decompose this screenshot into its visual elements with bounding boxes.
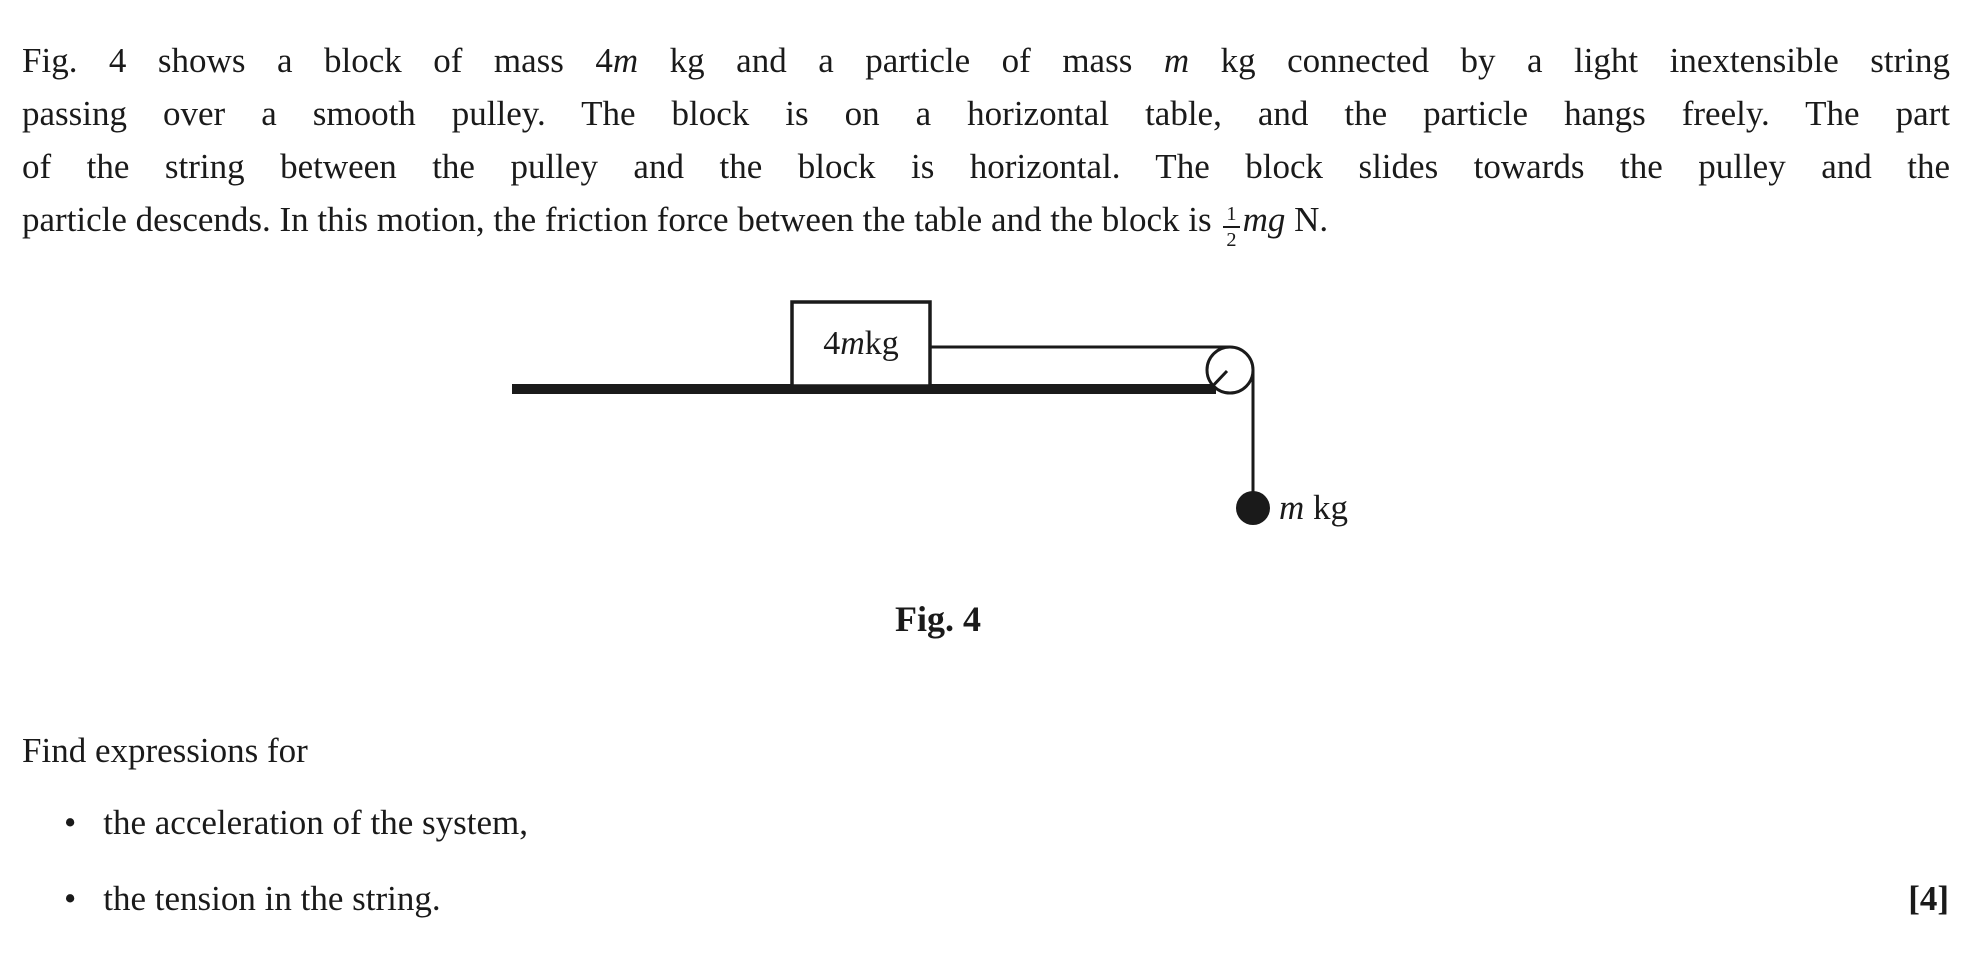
math-variable: m xyxy=(1279,488,1305,527)
text-run: 4 xyxy=(823,325,841,362)
text-run: Fig. 4 shows a block of mass 4 xyxy=(22,41,613,80)
text-run: passing over a smooth pulley. The block … xyxy=(22,94,1950,133)
problem-line-3: of the string between the pulley and the… xyxy=(22,140,1950,193)
math-variable: m xyxy=(1163,41,1190,80)
figure-caption: Fig. 4 xyxy=(895,599,981,639)
bullet-item-text: the tension in the string. xyxy=(103,879,441,918)
particle-label: m kg xyxy=(1279,484,1348,532)
math-variable: m xyxy=(840,325,865,362)
text-run: N. xyxy=(1285,200,1329,239)
bullet-item-tension: • the tension in the string. xyxy=(64,874,441,924)
text-run: kg connected by a light inextensible str… xyxy=(1189,41,1950,80)
particle-shape xyxy=(1236,491,1270,525)
find-expressions-text: Find expressions for xyxy=(22,731,308,770)
marks-badge: [4] xyxy=(1908,879,1949,918)
bullet-item-text: the acceleration of the system, xyxy=(103,803,528,842)
pulley-wheel xyxy=(1205,345,1255,395)
bullet-item-acceleration: • the acceleration of the system, xyxy=(64,798,528,848)
bullet-icon: • xyxy=(64,803,77,842)
text-run: kg xyxy=(864,325,899,362)
math-variable: m xyxy=(612,41,639,80)
problem-line-4: particle descends. In this motion, the f… xyxy=(22,193,1950,251)
pulley-mount-line xyxy=(1206,369,1229,393)
text-run: kg xyxy=(1304,488,1349,527)
problem-statement: Fig. 4 shows a block of mass 4m kg and a… xyxy=(22,34,1950,251)
bullet-icon: • xyxy=(64,879,77,918)
problem-line-2: passing over a smooth pulley. The block … xyxy=(22,87,1950,140)
problem-line-1: Fig. 4 shows a block of mass 4m kg and a… xyxy=(22,34,1950,87)
text-run: kg and a particle of mass xyxy=(638,41,1164,80)
text-run: particle descends. In this motion, the f… xyxy=(22,200,1221,239)
math-variable: mg xyxy=(1242,200,1286,239)
text-run: of the string between the pulley and the… xyxy=(22,147,1950,186)
